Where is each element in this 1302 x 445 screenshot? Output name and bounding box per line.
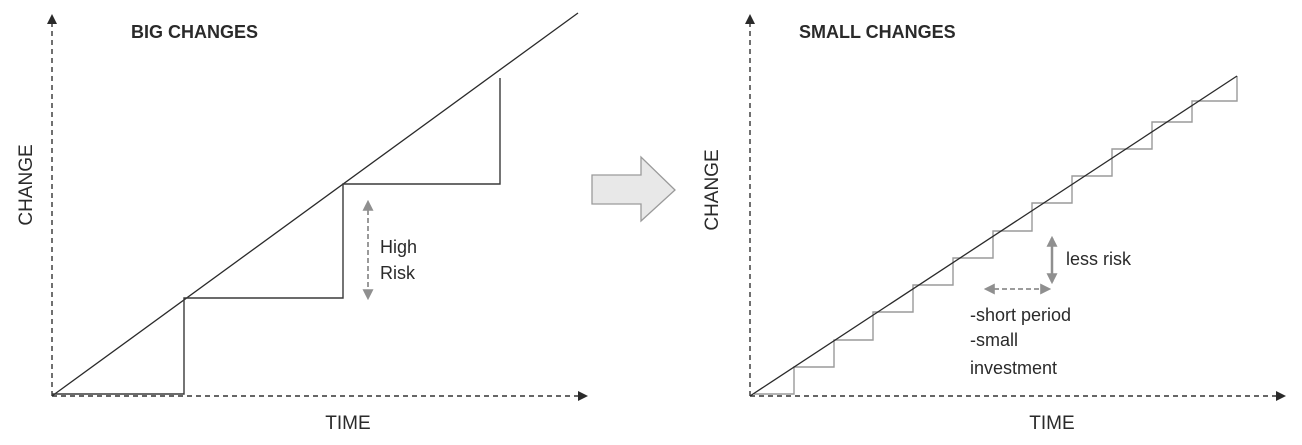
right-x-axis-label: TIME [1029,413,1074,434]
right-arrow-icon [591,155,676,223]
big-changes-title: BIG CHANGES [131,22,258,42]
small-investment-label-line2: investment [970,358,1057,378]
small-changes-title: SMALL CHANGES [799,22,956,42]
small-investment-label-line1: -small [970,330,1018,350]
left-x-axis-label: TIME [325,413,370,434]
small-changes-panel: SMALL CHANGES CHANGE TIME less risk -sho… [702,14,1286,434]
small-steps-line [754,76,1238,395]
left-y-axis-label: CHANGE [16,144,37,225]
right-y-axis-label: CHANGE [702,149,723,230]
left-trend-line [51,12,579,397]
big-steps-line [52,78,501,395]
high-risk-label-line2: Risk [380,263,416,283]
right-trend-line [749,75,1238,397]
short-period-label: -short period [970,305,1071,325]
less-risk-label: less risk [1066,249,1132,269]
big-changes-panel: BIG CHANGES CHANGE TIME High Risk [16,12,588,434]
high-risk-label-line1: High [380,237,417,257]
